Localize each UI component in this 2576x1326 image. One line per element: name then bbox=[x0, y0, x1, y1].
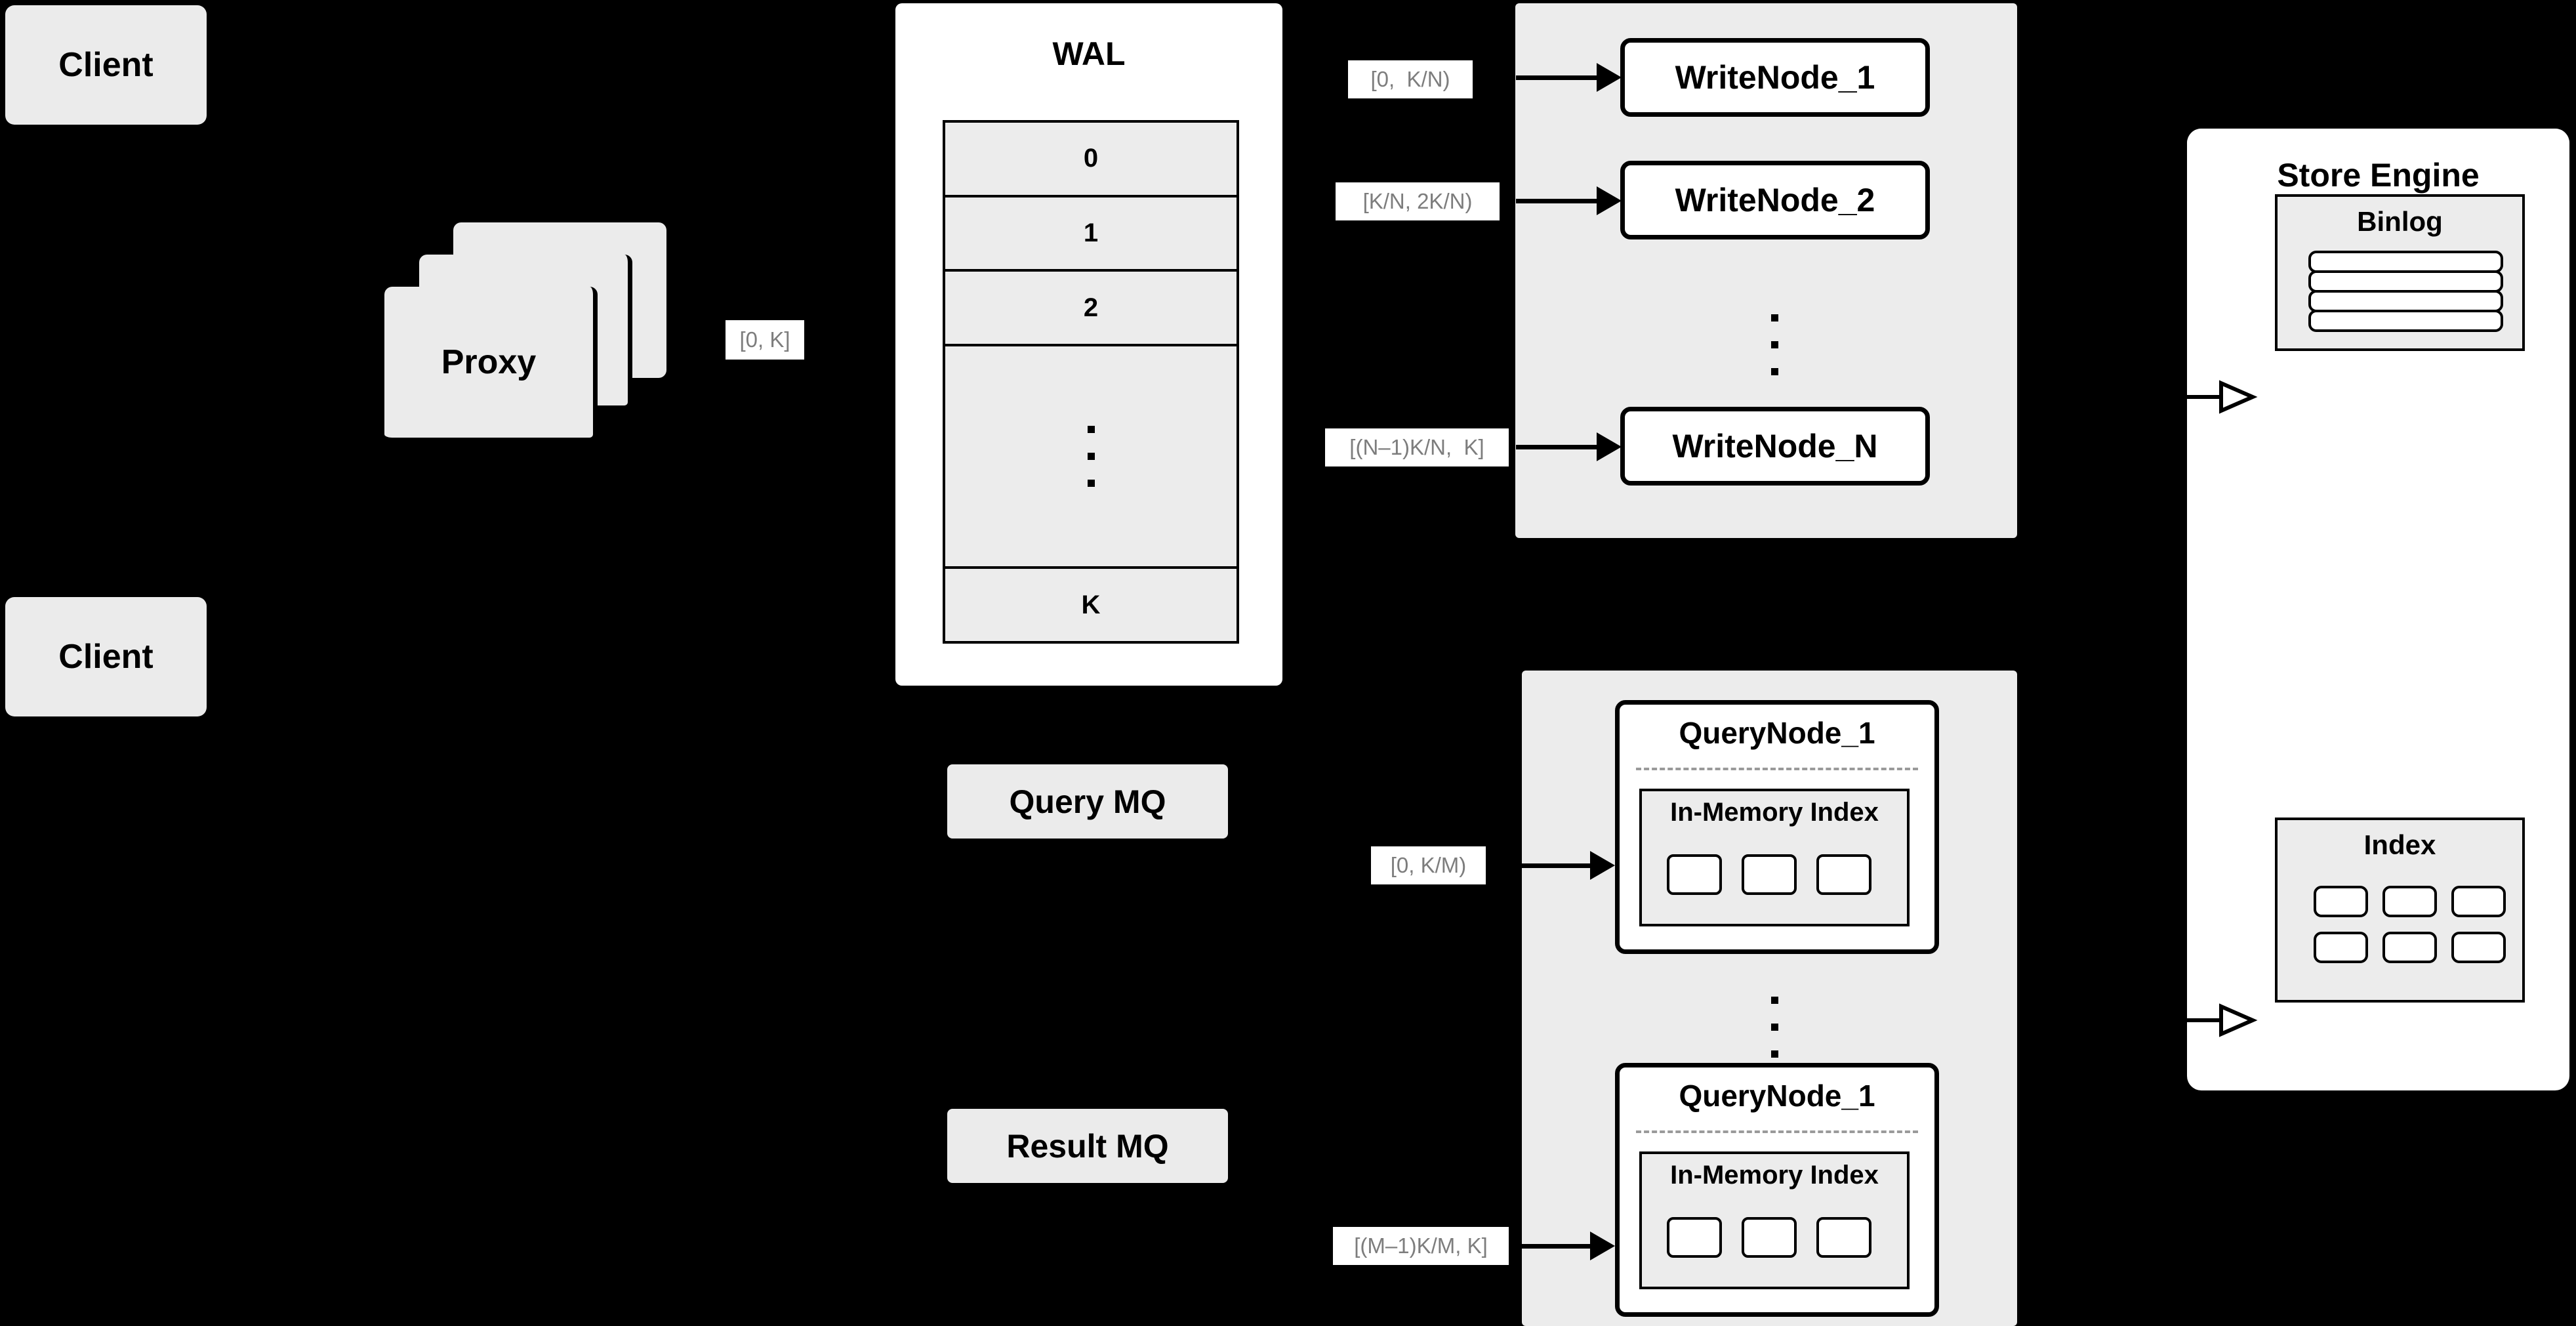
binlog-row[interactable] bbox=[2308, 290, 2503, 312]
index-cell[interactable] bbox=[1742, 854, 1797, 895]
write-cluster-ellipsis-icon bbox=[1765, 282, 1784, 407]
arrow-to-binlog bbox=[2184, 374, 2263, 420]
binlog-row[interactable] bbox=[2308, 310, 2503, 332]
wal-row-1[interactable]: 1 bbox=[945, 197, 1237, 272]
write-node-n-range-label: [(N–1)K/N, K] bbox=[1325, 428, 1509, 466]
wal-row-ellipsis bbox=[945, 346, 1237, 570]
write-node-2-range-label: [K/N, 2K/N) bbox=[1336, 182, 1500, 220]
client-box-1[interactable]: Client bbox=[5, 5, 207, 125]
query-node-2-range-label: [(M–1)K/M, K] bbox=[1333, 1227, 1509, 1265]
binlog-row[interactable] bbox=[2308, 251, 2503, 273]
query-node-1-title: QueryNode_1 bbox=[1679, 716, 1875, 750]
binlog-title: Binlog bbox=[2357, 206, 2443, 237]
vertical-ellipsis-icon bbox=[1087, 426, 1095, 487]
store-engine-panel-body: Store Engine Binlog Index bbox=[2187, 129, 2569, 1090]
query-cluster-ellipsis-icon bbox=[1765, 978, 1784, 1076]
index-cell[interactable] bbox=[2382, 886, 2437, 917]
proxy-box[interactable]: Proxy bbox=[384, 287, 598, 442]
index-panel: Index bbox=[2275, 818, 2525, 1003]
arrow-head-query-2 bbox=[1590, 1232, 1615, 1260]
query-node-2-in-memory-index-title: In-Memory Index bbox=[1670, 1161, 1879, 1190]
query-mq-box[interactable]: Query MQ bbox=[947, 764, 1228, 839]
query-node-1-range-label: [0, K/M) bbox=[1371, 846, 1486, 884]
index-cell[interactable] bbox=[1742, 1217, 1797, 1258]
wal-row-2[interactable]: 2 bbox=[945, 272, 1237, 347]
query-node-2[interactable]: QueryNode_1 In-Memory Index bbox=[1615, 1063, 1939, 1317]
binlog-row[interactable] bbox=[2308, 270, 2503, 293]
query-node-1-in-memory-index-title: In-Memory Index bbox=[1670, 798, 1879, 827]
wal-row-k[interactable]: K bbox=[945, 569, 1237, 642]
index-cell[interactable] bbox=[2451, 886, 2506, 917]
arrow-line-query-2 bbox=[1509, 1244, 1607, 1249]
result-mq-box[interactable]: Result MQ bbox=[947, 1109, 1228, 1183]
index-cell[interactable] bbox=[1816, 854, 1871, 895]
arrow-head-write-1 bbox=[1597, 63, 1622, 92]
query-node-1-separator bbox=[1636, 768, 1918, 770]
index-cell[interactable] bbox=[2382, 932, 2437, 963]
binlog-panel: Binlog bbox=[2275, 194, 2525, 351]
arrow-line-write-1 bbox=[1516, 75, 1614, 80]
query-node-2-title: QueryNode_1 bbox=[1679, 1079, 1875, 1113]
query-node-2-in-memory-index: In-Memory Index bbox=[1639, 1151, 1910, 1289]
write-node-1[interactable]: WriteNode_1 bbox=[1620, 38, 1930, 117]
store-engine-title: Store Engine bbox=[2277, 157, 2480, 194]
query-node-1[interactable]: QueryNode_1 In-Memory Index bbox=[1615, 700, 1939, 954]
query-node-2-separator bbox=[1636, 1130, 1918, 1133]
index-cell[interactable] bbox=[2314, 886, 2368, 917]
proxy-label: Proxy bbox=[441, 343, 537, 381]
arrow-to-index bbox=[2184, 997, 2263, 1043]
client-box-2[interactable]: Client bbox=[5, 597, 207, 716]
index-cell[interactable] bbox=[1667, 1217, 1722, 1258]
client-label-2: Client bbox=[58, 638, 153, 676]
arrow-head-write-n bbox=[1597, 432, 1622, 461]
index-cell[interactable] bbox=[2314, 932, 2368, 963]
index-cell[interactable] bbox=[2451, 932, 2506, 963]
index-cell[interactable] bbox=[1667, 854, 1722, 895]
index-title: Index bbox=[2363, 829, 2436, 860]
wal-panel: WAL 0 1 2 K bbox=[895, 3, 1282, 686]
query-node-1-in-memory-index: In-Memory Index bbox=[1639, 789, 1910, 926]
wal-row-0[interactable]: 0 bbox=[945, 123, 1237, 197]
wal-title: WAL bbox=[1052, 35, 1126, 72]
arrow-line-query-1 bbox=[1509, 863, 1607, 868]
arrow-line-write-2 bbox=[1516, 199, 1614, 203]
arrow-head-query-1 bbox=[1590, 851, 1615, 880]
write-node-n[interactable]: WriteNode_N bbox=[1620, 407, 1930, 486]
wal-table: 0 1 2 K bbox=[943, 120, 1239, 644]
arrow-head-write-2 bbox=[1597, 186, 1622, 215]
write-node-1-range-label: [0, K/N) bbox=[1348, 60, 1473, 98]
client-label-1: Client bbox=[58, 46, 153, 84]
arrow-line-write-n bbox=[1516, 445, 1614, 449]
write-node-2[interactable]: WriteNode_2 bbox=[1620, 161, 1930, 239]
index-cell[interactable] bbox=[1816, 1217, 1871, 1258]
proxy-range-label: [0, K] bbox=[726, 320, 804, 360]
